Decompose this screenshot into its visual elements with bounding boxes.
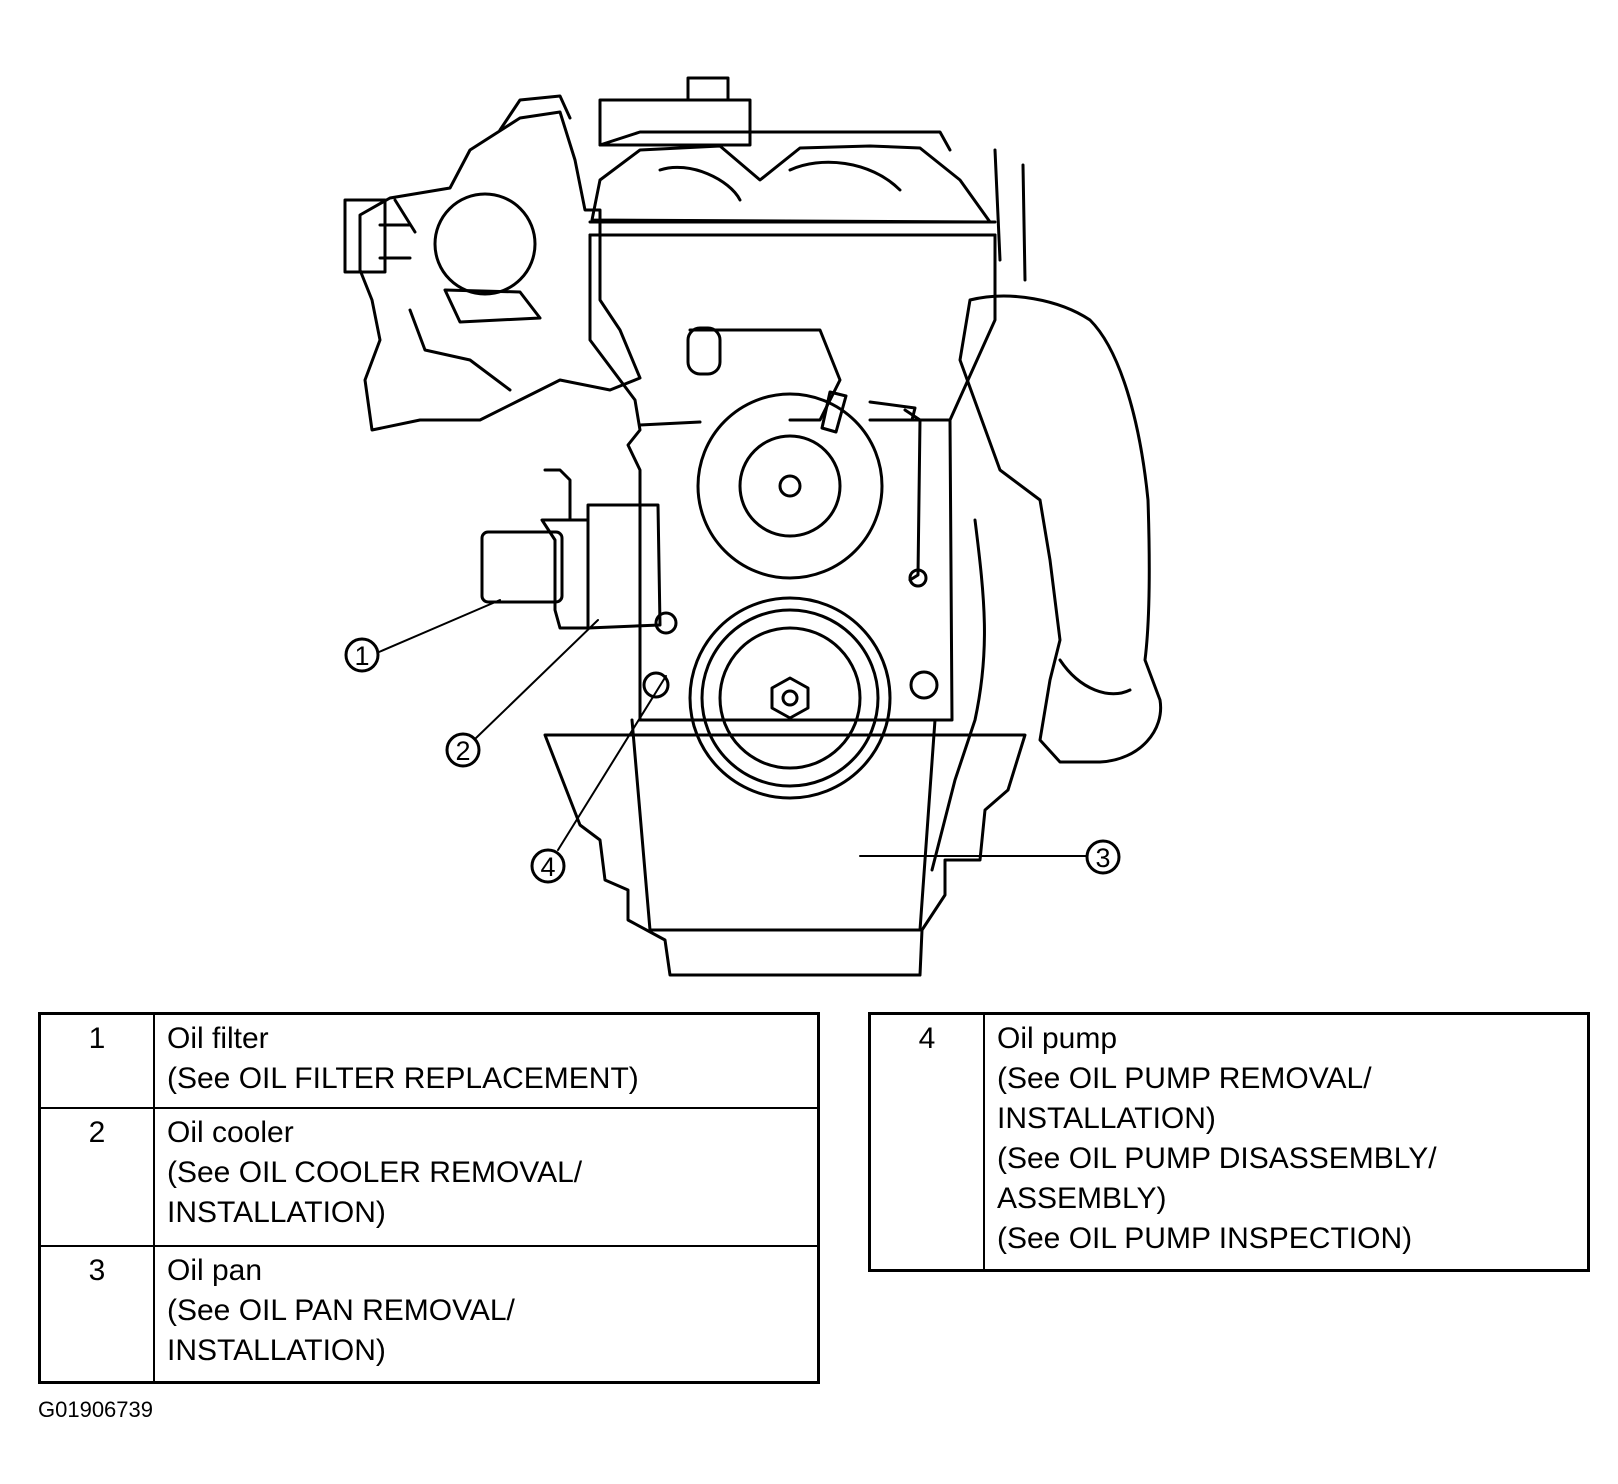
legend-reference: ASSEMBLY) xyxy=(997,1182,1167,1215)
legend-part-name: Oil filter xyxy=(167,1022,269,1055)
legend-number: 3 xyxy=(38,1245,155,1384)
legend-reference: INSTALLATION) xyxy=(997,1102,1216,1135)
legend-reference: (See OIL PAN REMOVAL/ xyxy=(167,1294,515,1327)
figure-id: G01906739 xyxy=(38,1397,153,1422)
legend-number: 1 xyxy=(38,1012,155,1109)
legend-part-name: Oil cooler xyxy=(167,1116,294,1149)
legend-table-right: 4 Oil pump (See OIL PUMP REMOVAL/ INSTAL… xyxy=(868,1012,1590,1272)
oil-filter xyxy=(480,530,564,604)
legend-table-left: 1 Oil filter (See OIL FILTER REPLACEMENT… xyxy=(38,1012,820,1384)
legend-description: Oil pump (See OIL PUMP REMOVAL/ INSTALLA… xyxy=(983,1012,1590,1272)
upper-pulley xyxy=(696,392,884,580)
dipstick-tube xyxy=(903,408,986,872)
crank-pulley xyxy=(642,596,939,800)
callout-2: 2 xyxy=(445,732,481,768)
oil-cooler xyxy=(540,468,662,630)
legend-reference: INSTALLATION) xyxy=(167,1334,386,1367)
intake-housing xyxy=(343,94,642,432)
cylinder-head-cover xyxy=(588,144,997,237)
callout-number: 1 xyxy=(354,641,369,671)
legend-reference: INSTALLATION) xyxy=(167,1196,386,1229)
legend-description: Oil pan (See OIL PAN REMOVAL/ INSTALLATI… xyxy=(153,1245,820,1384)
callout-3: 3 xyxy=(1085,839,1121,875)
legend-number: 4 xyxy=(868,1012,985,1272)
legend-reference: (See OIL PUMP INSPECTION) xyxy=(997,1222,1413,1255)
legend-description: Oil filter (See OIL FILTER REPLACEMENT) xyxy=(153,1012,820,1109)
legend-part-name: Oil pan xyxy=(167,1254,263,1287)
legend-row: 1 Oil filter (See OIL FILTER REPLACEMENT… xyxy=(38,1012,820,1109)
legend-part-name: Oil pump xyxy=(997,1022,1118,1055)
engine-block xyxy=(588,233,997,722)
callout-4: 4 xyxy=(530,848,566,884)
oil-pan xyxy=(543,718,1027,977)
legend-reference: (See OIL FILTER REPLACEMENT) xyxy=(167,1062,639,1095)
legend-number: 2 xyxy=(38,1107,155,1247)
engine-diagram: 1 2 3 4 xyxy=(343,76,1163,977)
legend-description: Oil cooler (See OIL COOLER REMOVAL/ INST… xyxy=(153,1107,820,1247)
legend-reference: (See OIL PUMP REMOVAL/ xyxy=(997,1062,1372,1095)
callout-number: 2 xyxy=(455,736,470,766)
legend-reference: (See OIL PUMP DISASSEMBLY/ xyxy=(997,1142,1437,1175)
callout-number: 3 xyxy=(1095,843,1110,873)
legend-reference: (See OIL COOLER REMOVAL/ xyxy=(167,1156,583,1189)
legend-row: 2 Oil cooler (See OIL COOLER REMOVAL/ IN… xyxy=(38,1107,820,1247)
leader-lines xyxy=(378,599,1088,857)
exhaust-manifold xyxy=(958,294,1163,764)
legend-row: 4 Oil pump (See OIL PUMP REMOVAL/ INSTAL… xyxy=(868,1012,1590,1272)
callout-1: 1 xyxy=(344,637,380,673)
callout-number: 4 xyxy=(540,852,555,882)
top-accessories xyxy=(598,76,1027,282)
legend-row: 3 Oil pan (See OIL PAN REMOVAL/ INSTALLA… xyxy=(38,1245,820,1384)
